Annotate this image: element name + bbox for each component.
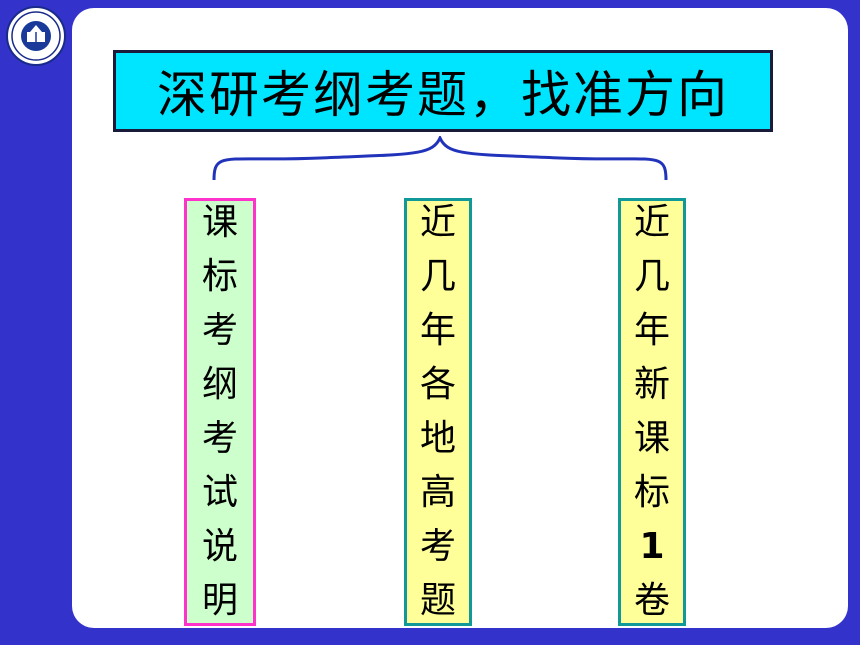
- column-char: 课: [201, 202, 238, 243]
- column-char: 考: [419, 526, 456, 567]
- column-char: 近: [419, 202, 456, 243]
- column-recent-regional-exams: 近 几 年 各 地 高 考 题: [404, 198, 472, 626]
- curly-brace: [212, 136, 668, 181]
- column-char: 题: [419, 580, 456, 621]
- column-char: 年: [419, 310, 456, 351]
- school-emblem-icon: [6, 6, 66, 66]
- column-char: 近: [633, 202, 670, 243]
- column-char: 标: [201, 256, 238, 297]
- column-char: 标: [633, 472, 670, 513]
- column-char: 考: [201, 310, 238, 351]
- column-char: 地: [419, 418, 456, 459]
- column-char: 说: [201, 526, 238, 567]
- column-char: 卷: [633, 580, 670, 621]
- column-char: 各: [419, 364, 456, 405]
- column-new-curriculum-paper-1: 近 几 年 新 课 标 1 卷: [618, 198, 686, 626]
- column-curriculum-exam-guide: 课 标 考 纲 考 试 说 明: [184, 198, 256, 626]
- slide-title: 深研考纲考题，找准方向: [113, 50, 773, 132]
- column-char: 明: [201, 580, 238, 621]
- column-char: 新: [633, 364, 670, 405]
- column-char: 高: [419, 472, 456, 513]
- column-char: 考: [201, 418, 238, 459]
- column-char: 几: [633, 256, 670, 297]
- column-char: 年: [633, 310, 670, 351]
- column-char: 几: [419, 256, 456, 297]
- column-char: 纲: [201, 364, 238, 405]
- column-char: 课: [633, 418, 670, 459]
- column-char: 1: [639, 526, 665, 567]
- column-char: 试: [201, 472, 238, 513]
